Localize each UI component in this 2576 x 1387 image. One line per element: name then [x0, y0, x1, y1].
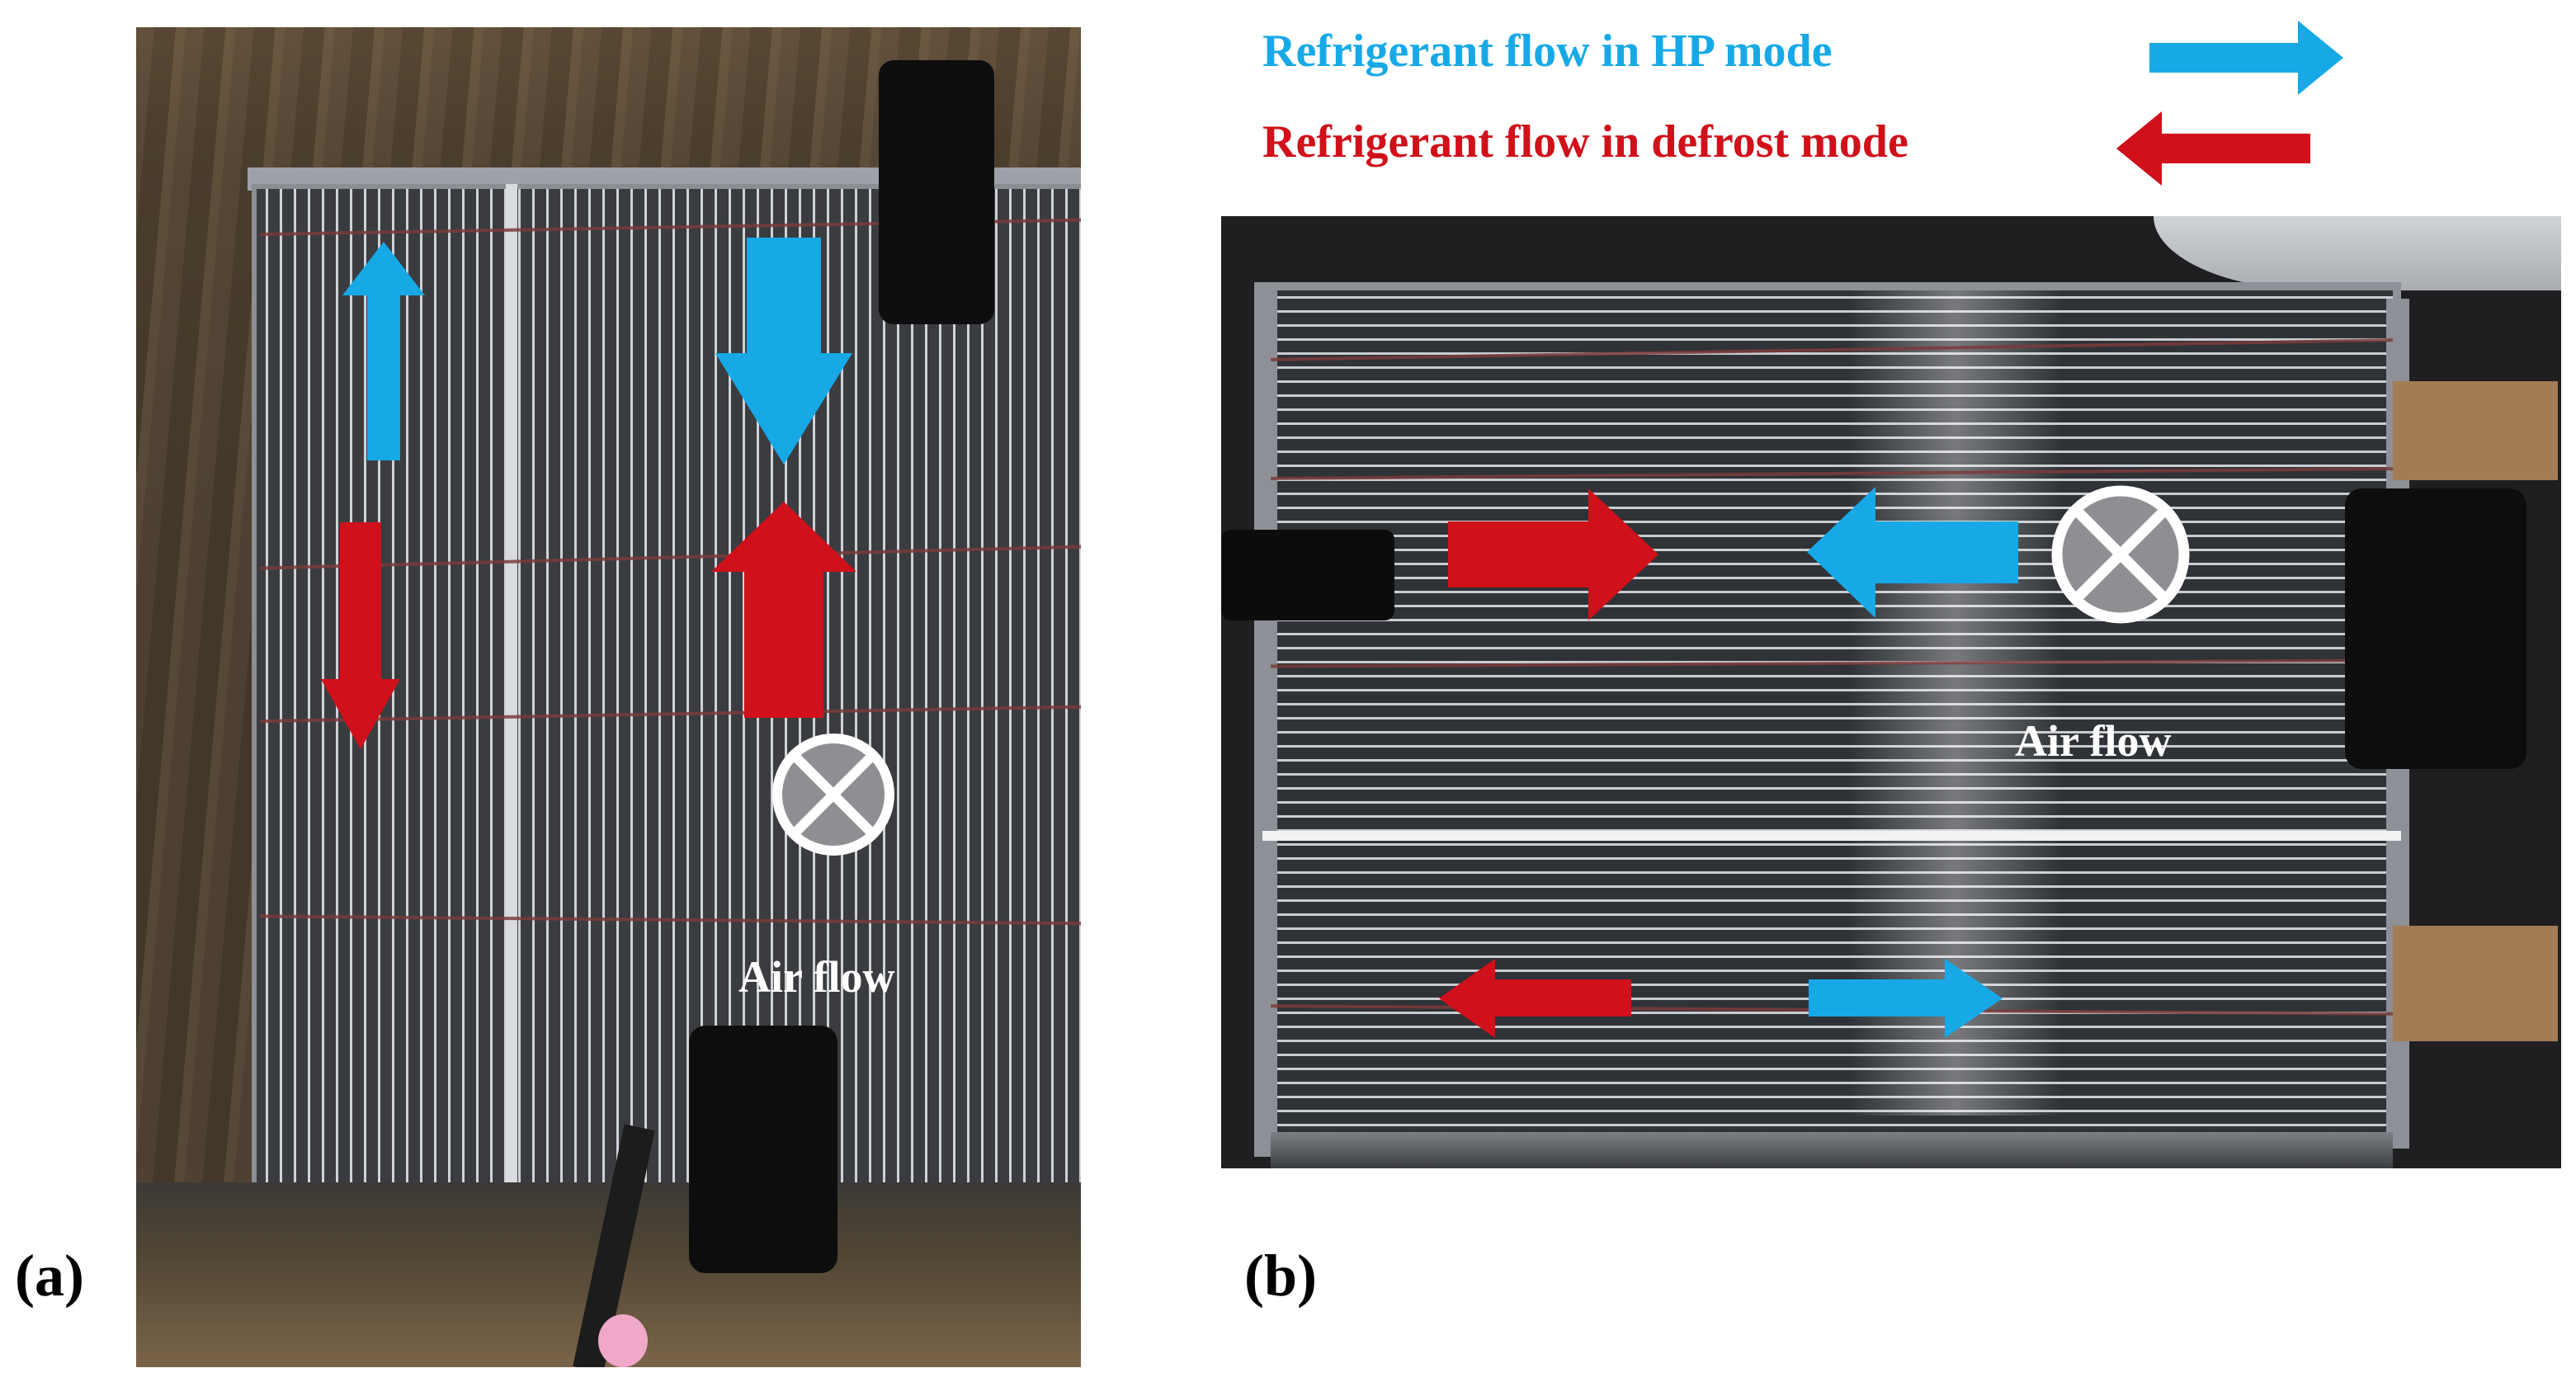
- hp-arrow-right-icon: [1809, 959, 2003, 1038]
- wood-block: [2393, 926, 2558, 1041]
- hp-arrow-up-icon: [342, 242, 425, 460]
- defrost-arrow-up-icon: [711, 502, 856, 718]
- airflow-label-b: Air flow: [2015, 716, 2172, 766]
- camera-icon: [879, 60, 994, 324]
- airflow-circle-cross-icon: [2051, 485, 2190, 624]
- hp-arrow-down-icon: [715, 238, 852, 465]
- airflow-circle-cross-icon: [772, 734, 894, 856]
- foil-strip: [1271, 1132, 2393, 1168]
- photo-a: Air flow: [136, 27, 1081, 1367]
- legend-hp-label: Refrigerant flow in HP mode: [1262, 26, 1833, 77]
- airflow-label-a: Air flow: [738, 952, 895, 1002]
- camera-icon: [2345, 488, 2526, 769]
- clip: [598, 1314, 648, 1367]
- wood-block: [2393, 381, 2558, 480]
- panel-label-a: (a): [15, 1243, 84, 1309]
- panel-label-b: (b): [1244, 1243, 1317, 1309]
- header-tank-left: [1254, 282, 1277, 1157]
- camera-icon: [1221, 530, 1394, 620]
- legend-defrost-arrow-icon: [2116, 111, 2310, 186]
- camera-icon: [689, 1026, 837, 1273]
- defrost-arrow-down-icon: [321, 522, 400, 749]
- heat-exchanger-divider: [1262, 831, 2401, 841]
- defrost-arrow-left-icon: [1439, 959, 1631, 1038]
- photo-b: Air flow: [1221, 216, 2561, 1168]
- curtain: [2154, 216, 2561, 290]
- hp-arrow-left-icon: [1807, 487, 2018, 618]
- legend-hp-arrow-icon: [2149, 21, 2343, 95]
- defrost-arrow-right-icon: [1448, 488, 1658, 620]
- heat-exchanger-divider: [506, 184, 517, 1199]
- legend-defrost-label: Refrigerant flow in defrost mode: [1262, 116, 1908, 167]
